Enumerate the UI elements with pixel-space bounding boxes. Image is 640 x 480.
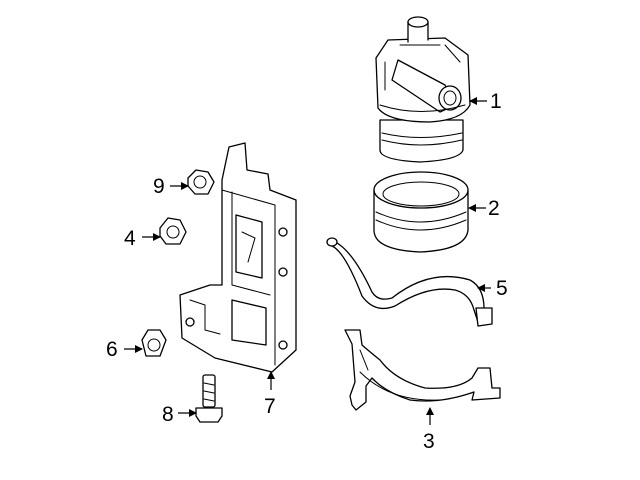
callout-labels: 1 2 3 4 5 6 7 8 9 — [106, 90, 508, 453]
callout-5: 5 — [496, 277, 508, 300]
part-6-flange-nut — [141, 329, 167, 357]
part-3-bracket-strap — [344, 329, 501, 411]
leader-lines — [124, 97, 491, 425]
callout-9: 9 — [153, 175, 165, 198]
callout-7: 7 — [264, 395, 276, 418]
part-8-bolt — [195, 374, 223, 423]
part-7-mounting-bracket — [179, 142, 297, 373]
callout-6: 6 — [106, 338, 118, 361]
callout-1: 1 — [490, 90, 502, 113]
callout-8: 8 — [162, 403, 174, 426]
part-2-ring — [373, 171, 469, 253]
callout-3: 3 — [423, 430, 435, 453]
part-9-nut — [187, 169, 215, 195]
callout-4: 4 — [124, 227, 136, 250]
part-1-pump — [375, 16, 471, 163]
part-4-nut — [159, 217, 187, 245]
callout-2: 2 — [488, 197, 500, 220]
part-5-strap — [326, 237, 493, 327]
